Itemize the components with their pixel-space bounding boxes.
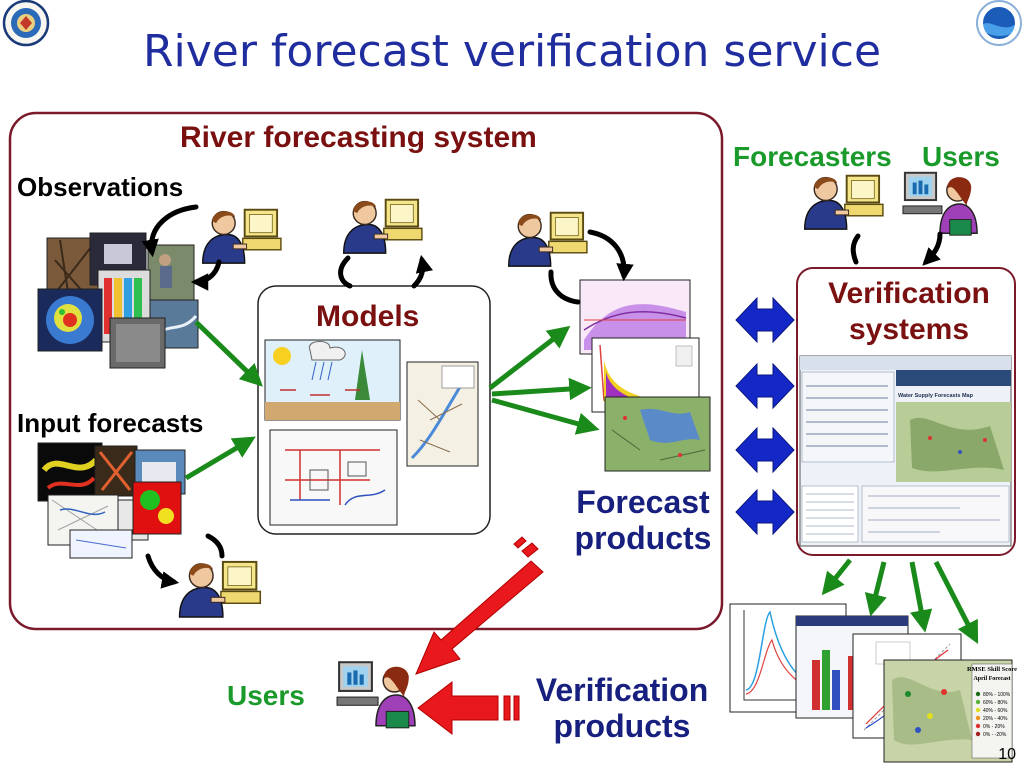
users-top-label: Users bbox=[922, 141, 1000, 172]
forecast-products-label: Forecast products bbox=[574, 484, 712, 556]
input-forecasts-collage bbox=[37, 442, 186, 559]
verification-products-collage bbox=[729, 603, 1013, 763]
forecaster-icon bbox=[178, 560, 262, 619]
verification-to-products-arrow bbox=[821, 558, 852, 596]
skill-score-title: RMSE Skill Score bbox=[967, 666, 1017, 673]
input-forecast-return-arrow bbox=[205, 533, 225, 559]
observation-check-arrow bbox=[141, 204, 199, 258]
hydrologic-model-diagram bbox=[264, 339, 401, 421]
forecaster-access-arrow bbox=[850, 233, 861, 265]
noaa-logo-icon bbox=[976, 0, 1022, 46]
product-issue-arrow bbox=[548, 269, 581, 305]
forecaster-icon bbox=[201, 208, 282, 265]
skill-legend-item: 80% - 100% bbox=[983, 692, 1011, 698]
flow-schematic-diagram bbox=[269, 429, 398, 526]
product-review-arrow bbox=[587, 229, 634, 282]
forecasters-label: Forecasters bbox=[733, 141, 892, 172]
water-supply-map-title: Water Supply Forecasts Map bbox=[898, 393, 974, 399]
observation-feedback-arrow bbox=[190, 259, 222, 291]
input-forecast-arrow bbox=[145, 553, 180, 589]
forecaster-icon bbox=[342, 198, 423, 255]
input-forecasts-label: Input forecasts bbox=[17, 408, 204, 438]
user-icon bbox=[335, 661, 417, 729]
verification-to-user-arrow bbox=[417, 680, 499, 736]
commerce-seal-icon bbox=[2, 0, 50, 47]
verification-system-screenshot bbox=[799, 355, 1012, 547]
data-exchange-arrow bbox=[735, 426, 795, 474]
models-to-hydrograph-arrow bbox=[491, 377, 592, 401]
input-forecasts-to-models-arrow bbox=[184, 436, 256, 481]
verification-products-label: Verification products bbox=[535, 672, 709, 744]
verification-to-user-arrow-tail bbox=[513, 695, 520, 721]
regional-forecast-map bbox=[604, 396, 711, 472]
slide-title: River forecast verification service bbox=[142, 26, 882, 77]
models-to-map-arrow bbox=[491, 397, 600, 435]
model-adjust-arrow bbox=[338, 255, 353, 289]
verification-to-products-arrow bbox=[933, 560, 979, 645]
skill-legend-item: 0% - 20% bbox=[983, 724, 1005, 730]
skill-score-subtitle: April Forecast bbox=[973, 676, 1010, 682]
data-exchange-arrow bbox=[735, 296, 795, 344]
verification-systems-label: Verification systems bbox=[828, 277, 990, 346]
skill-legend-item: 0% - -20% bbox=[983, 732, 1007, 738]
forecaster-icon bbox=[803, 174, 884, 231]
skill-legend-item: 60% - 80% bbox=[983, 700, 1008, 706]
forecast-to-user-arrow bbox=[415, 560, 544, 675]
users-bottom-label: Users bbox=[227, 680, 305, 711]
models-to-ensemble-arrow bbox=[488, 325, 571, 390]
data-exchange-arrow bbox=[735, 362, 795, 410]
forecaster-icon bbox=[507, 211, 588, 268]
user-access-arrow bbox=[922, 231, 943, 266]
river-forecasting-system-label: River forecasting system bbox=[180, 121, 537, 154]
river-network-map bbox=[406, 361, 479, 467]
forecast-to-user-arrow-tail bbox=[513, 536, 527, 549]
verification-to-products-arrow bbox=[864, 561, 887, 617]
verification-to-products-arrow bbox=[909, 561, 933, 633]
observations-label: Observations bbox=[17, 172, 184, 202]
skill-legend-item: 20% - 40% bbox=[983, 716, 1008, 722]
forecast-to-user-arrow-tail bbox=[521, 542, 539, 558]
observations-to-models-arrow bbox=[194, 320, 263, 387]
user-icon bbox=[901, 171, 979, 237]
observations-collage bbox=[37, 232, 199, 369]
model-output-arrow bbox=[411, 254, 433, 289]
skill-legend-item: 40% - 60% bbox=[983, 708, 1008, 714]
verification-to-user-arrow-tail bbox=[503, 695, 511, 721]
data-exchange-arrow bbox=[735, 488, 795, 536]
page-number: 10 bbox=[998, 746, 1016, 763]
models-label: Models bbox=[316, 300, 420, 333]
river-forecasting-frame bbox=[8, 111, 724, 631]
